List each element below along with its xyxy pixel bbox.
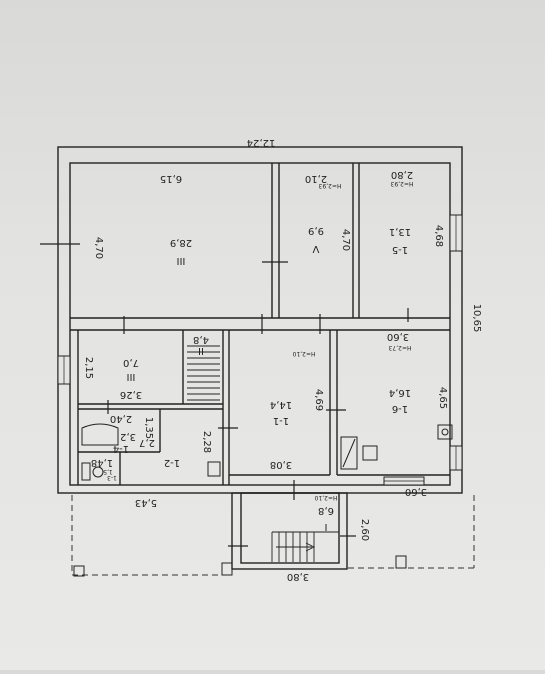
room-number: 1-2 <box>164 457 180 468</box>
room-number: III <box>127 371 136 382</box>
toilet-icon <box>92 466 104 478</box>
room-ceiling-height: H=2,93 <box>318 182 341 189</box>
room-dim-height: 1,35 <box>143 417 154 439</box>
outer-wall-outer <box>57 146 463 494</box>
room-1-3: 1-3 1,5 1,48 <box>91 457 117 481</box>
walls <box>57 146 463 570</box>
sp-arrowhead <box>305 542 316 552</box>
room-number: 1-1 <box>273 415 289 426</box>
room-III-large: III 28,9 6,15 4,70 <box>93 173 192 266</box>
room-1-6: 1-6 16,4 3,60 4,65 H=2,73 <box>387 331 448 414</box>
room-1-2: 1-2 2,7 2,28 <box>139 431 212 468</box>
room-dim-width: 3,08 <box>270 459 292 470</box>
post-2 <box>221 562 233 576</box>
post-3 <box>395 555 407 569</box>
dim-right-bottom: 3,60 <box>405 486 427 497</box>
door-ticks <box>40 243 409 547</box>
room-dim-width: 2,40 <box>110 413 132 424</box>
room-dim-height: 4,68 <box>433 225 444 247</box>
room-number: I <box>325 521 328 532</box>
room-III-small: III 7,0 3,26 2,15 <box>83 357 142 400</box>
window-lines <box>63 215 457 482</box>
room-1-1: 1-1 14,4 3,08 4,69 H=2,10 <box>270 350 324 470</box>
room-area: 4,8 <box>193 334 209 345</box>
bathtub-icon <box>81 423 119 446</box>
room-dim-width: 2,80 <box>391 169 413 180</box>
site-outline <box>71 495 475 576</box>
room-dim-height: 4,65 <box>437 387 448 409</box>
posts <box>73 555 407 577</box>
room-I-porch: I 6,8 3,80 2,60 H=2,10 <box>287 494 370 582</box>
room-ceiling-height: H=2,10 <box>292 350 315 357</box>
meter-icon <box>207 461 221 477</box>
room-area: 2,7 <box>139 437 155 448</box>
room-area: 13,1 <box>389 226 411 237</box>
room-number: II <box>198 345 204 356</box>
dim-overall-depth: 10,65 <box>471 304 482 333</box>
room-dim-height: 4,70 <box>93 237 104 259</box>
room-number: 1-5 <box>392 244 408 255</box>
room-1-4: 1-4 3,2 2,40 1,35 <box>110 413 154 454</box>
stove-diag <box>342 438 356 468</box>
room-ceiling-height: H=2,10 <box>314 494 337 501</box>
room-number: III <box>177 255 186 266</box>
room-dim-width: 3,26 <box>120 389 142 400</box>
room-area: 7,0 <box>123 357 139 368</box>
room-V: V 9,9 2,10 4,70 H=2,93 <box>305 173 351 254</box>
room-ceiling-height: H=2,73 <box>388 344 411 351</box>
room-dim-height: 2,60 <box>359 519 370 541</box>
porch-wall-inner <box>240 492 340 564</box>
room-dim-width: 1,48 <box>91 457 113 468</box>
stairs-porch <box>271 531 339 562</box>
room-area: 14,4 <box>270 399 292 410</box>
stairs-inner <box>187 345 220 401</box>
room-number: 1-4 <box>113 443 129 454</box>
vent-icon <box>437 424 453 440</box>
dim-left-bottom: 5,43 <box>135 497 157 508</box>
room-dim-width: 2,10 <box>305 173 327 184</box>
sink-icon <box>81 462 91 481</box>
room-dim-width: 3,60 <box>387 331 409 342</box>
room-II: II 4,8 <box>193 334 209 356</box>
room-dim-width: 6,15 <box>160 173 182 184</box>
fixtures <box>81 423 453 481</box>
room-area: 16,4 <box>389 387 411 398</box>
outer-wall-inner <box>69 162 451 486</box>
boiler-icon <box>362 445 378 461</box>
room-number: 1-3 <box>107 474 117 481</box>
room-area: 3,2 <box>120 431 136 442</box>
room-area: 9,9 <box>308 225 324 236</box>
room-dim-height: 2,15 <box>83 357 94 379</box>
room-dim-height: 4,70 <box>340 229 351 251</box>
stove-icon <box>340 436 358 470</box>
room-ceiling-height: H=2,93 <box>390 180 413 187</box>
room-number: V <box>312 243 319 254</box>
room-dim-height: 2,28 <box>201 431 212 453</box>
dim-overall-width: 12,24 <box>247 137 276 148</box>
room-1-5: 1-5 13,1 2,80 4,68 H=2,93 <box>389 169 444 255</box>
room-area: 1,5 <box>103 468 113 475</box>
overall-dims: 12,24 10,65 5,43 3,60 <box>135 137 482 508</box>
post-1 <box>73 565 85 577</box>
room-dim-width: 3,80 <box>287 571 309 582</box>
room-area: 6,8 <box>318 505 334 516</box>
porch-wall <box>231 492 348 570</box>
room-number: 1-6 <box>392 403 408 414</box>
room-dim-height: 4,69 <box>313 389 324 411</box>
vent-dot <box>441 428 449 436</box>
room-area: 28,9 <box>170 237 192 248</box>
